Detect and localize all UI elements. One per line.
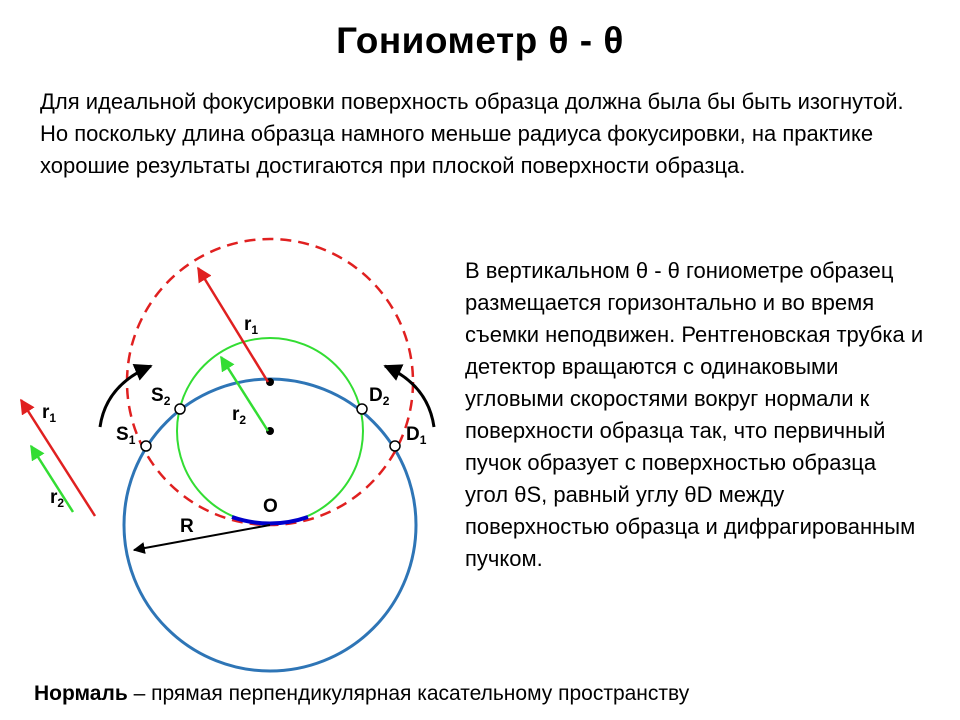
- rotation-arrow-right: [383, 364, 436, 428]
- point-D2: [356, 403, 368, 415]
- rotation-arrow-left: [98, 364, 153, 428]
- legend-label-r2: r2: [50, 487, 64, 510]
- point-S1: [140, 440, 152, 452]
- label-S2: S2: [151, 385, 171, 408]
- radius-arrow-r1: [196, 266, 270, 383]
- radius-arrow-r2: [219, 355, 270, 432]
- radius-arrow-R: [132, 524, 271, 554]
- label-D2: D2: [369, 385, 390, 408]
- description-paragraph: В вертикальном θ - θ гониометре образец …: [465, 258, 924, 571]
- intro-paragraph: Для идеальной фокусировки поверхность об…: [40, 89, 904, 178]
- label-O: O: [263, 496, 278, 517]
- label-r1: r1: [244, 314, 258, 337]
- footer-definition: Нормаль – прямая перпендикулярная касате…: [34, 680, 934, 708]
- page-title: Гониометр θ - θ: [336, 20, 624, 61]
- point-S2: [174, 403, 186, 415]
- footer-term: Нормаль: [34, 682, 128, 705]
- label-R: R: [180, 516, 194, 537]
- point-D1: [389, 440, 401, 452]
- legend-arrow-r2: [29, 444, 75, 513]
- legend-arrow-r1: [19, 398, 97, 517]
- label-S1: S1: [116, 424, 136, 447]
- sample-surface: [231, 515, 309, 526]
- label-D1: D1: [406, 424, 427, 447]
- footer-definition-text: – прямая перпендикулярная касательному п…: [127, 682, 690, 705]
- legend-label-r1: r1: [42, 402, 56, 425]
- label-r2: r2: [232, 404, 246, 427]
